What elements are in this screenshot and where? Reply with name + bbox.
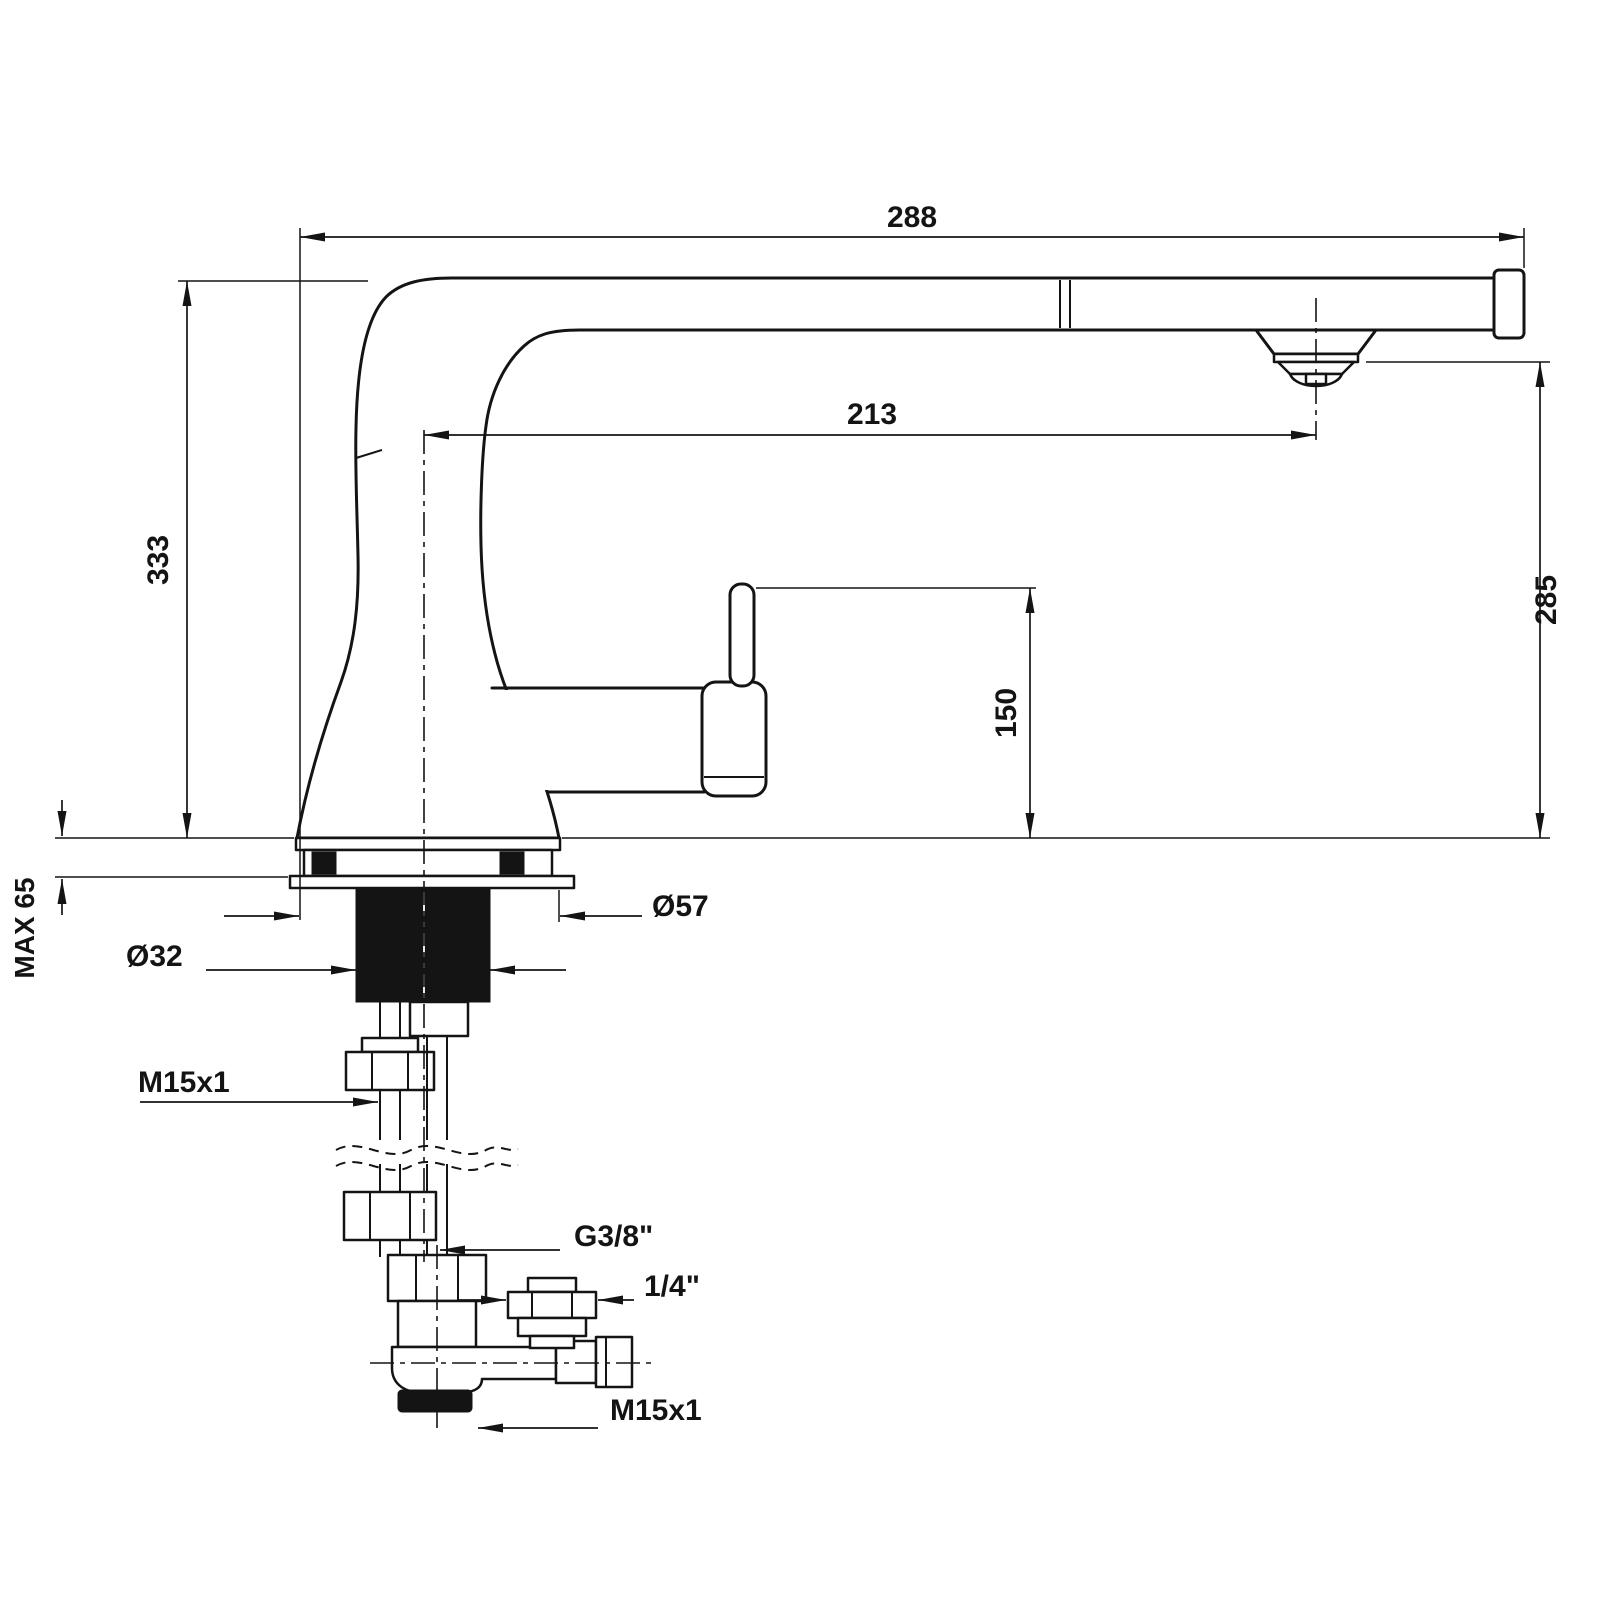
flange-hatch-left xyxy=(311,851,337,875)
dim-label-285: 285 xyxy=(1530,575,1563,625)
handle-lever xyxy=(728,582,756,688)
handle-group xyxy=(490,582,768,798)
bottom-cap xyxy=(397,1389,473,1413)
dim-label-288: 288 xyxy=(887,201,937,234)
quarter-fitting-collar xyxy=(526,1276,578,1294)
break-line xyxy=(335,1144,519,1156)
dim-label-max65: MAX 65 xyxy=(9,877,40,978)
mounting-group xyxy=(288,836,576,1257)
base-plate xyxy=(294,836,562,852)
body-joint-line xyxy=(355,449,383,459)
hose-guide-collar xyxy=(408,1000,470,1038)
quarter-fitting-tail xyxy=(528,1334,576,1350)
side-port-flange xyxy=(594,1335,634,1389)
dim-label-57: Ø57 xyxy=(652,890,709,923)
tube-collar xyxy=(360,1036,420,1054)
valve-assembly-group xyxy=(386,1253,634,1413)
quarter-fitting-body xyxy=(516,1316,588,1338)
dim-label-g38: G3/8" xyxy=(574,1220,653,1253)
spout-end-cap xyxy=(1492,268,1526,340)
elbow-body xyxy=(390,1345,558,1394)
dim-label-150: 150 xyxy=(990,688,1023,738)
flange-hatch-right xyxy=(499,851,525,875)
dimensions-group: 288 213 333 285 150 MAX 65 Ø57 Ø32 xyxy=(9,201,1563,1433)
spray-head-group xyxy=(1254,328,1378,388)
threaded-shank xyxy=(355,887,491,1003)
faucet-body-group xyxy=(295,268,1526,840)
break-line xyxy=(335,1160,519,1172)
washer-plate xyxy=(288,874,576,890)
dim-label-m15-upper: M15x1 xyxy=(138,1066,230,1099)
hex-nut-lower xyxy=(342,1190,438,1242)
dim-label-m15-bottom: M15x1 xyxy=(610,1394,702,1427)
dim-label-333: 333 xyxy=(142,535,175,585)
handle-housing xyxy=(700,680,768,798)
dim-label-32: Ø32 xyxy=(126,940,183,973)
dim-label-quarter: 1/4" xyxy=(644,1270,700,1303)
centerlines-group xyxy=(370,298,1317,1428)
quarter-fitting-nut xyxy=(506,1290,598,1320)
faucet-body-outline xyxy=(295,276,1498,840)
dim-label-213: 213 xyxy=(847,398,897,431)
hex-nut-upper xyxy=(344,1050,436,1092)
